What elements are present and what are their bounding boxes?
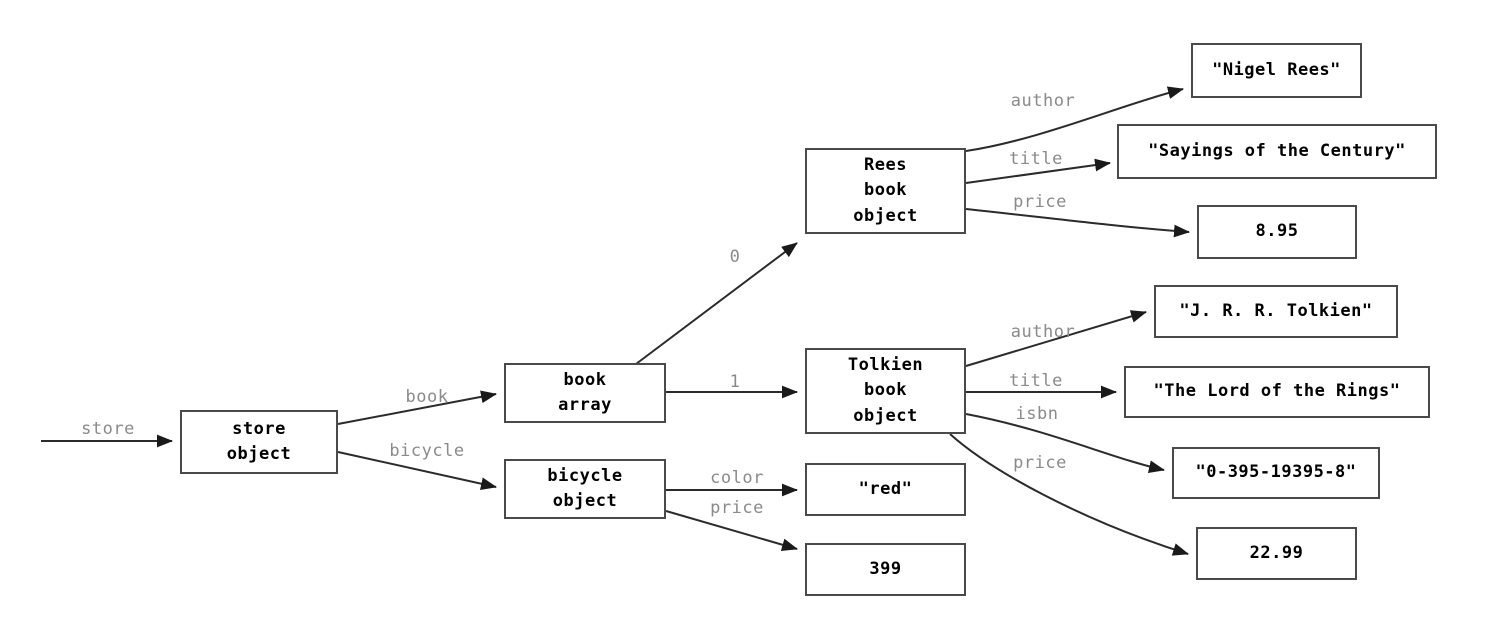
- node-rees-author-value[interactable]: "Nigel Rees": [1191, 43, 1362, 98]
- node-tolkien-title-value[interactable]: "The Lord of the Rings": [1124, 366, 1430, 418]
- node-tolkien-book-object[interactable]: Tolkien book object: [805, 348, 966, 434]
- node-label-line: array: [558, 395, 612, 415]
- edge-label-entry-to-store: store: [81, 419, 135, 439]
- node-label-line: 22.99: [1249, 542, 1304, 563]
- edge-book-array-to-rees: [635, 242, 798, 365]
- edge-tolkien-price: [949, 433, 1189, 556]
- edge-tolkien-author: [965, 310, 1147, 367]
- edge-label-tolkien-author: author: [1010, 322, 1076, 342]
- node-label-line: store: [232, 418, 286, 439]
- node-label-line: object: [226, 444, 292, 464]
- edge-label-store-to-bicycle: bicycle: [389, 441, 465, 461]
- node-store[interactable]: store object: [180, 410, 338, 474]
- edge-label-rees-title: title: [1009, 149, 1063, 169]
- node-label-line: "0-395-19395-8": [1195, 462, 1357, 483]
- edge-label-tolkien-title: title: [1009, 371, 1063, 391]
- node-tolkien-author-value[interactable]: "J. R. R. Tolkien": [1154, 285, 1398, 338]
- node-label-line: object: [853, 205, 918, 226]
- node-tolkien-price-value[interactable]: 22.99: [1196, 527, 1357, 580]
- edge-label-rees-price: price: [1013, 192, 1067, 212]
- node-label-line: book: [563, 369, 607, 390]
- edge-paths: [41, 86, 1190, 556]
- edge-label-bicycle-price: price: [710, 498, 764, 518]
- node-label-line: bicycle: [547, 465, 623, 486]
- edge-rees-price: [965, 208, 1190, 238]
- node-book-array[interactable]: book array: [504, 363, 666, 423]
- edge-label-book-array-to-rees: 0: [729, 247, 741, 267]
- edge-bicycle-price: [665, 510, 798, 551]
- node-label-line: "The Lord of the Rings": [1153, 381, 1401, 402]
- edge-label-bicycle-color: color: [710, 468, 764, 488]
- node-label-line: 8.95: [1255, 221, 1299, 242]
- node-rees-book-object[interactable]: Rees book object: [805, 148, 966, 234]
- node-label-line: 399: [869, 558, 902, 579]
- node-label-line: book: [864, 380, 907, 401]
- edge-rees-author: [965, 86, 1184, 152]
- node-label-line: Tolkien: [847, 355, 924, 376]
- node-rees-title-value[interactable]: "Sayings of the Century": [1117, 124, 1437, 179]
- node-bicycle-color-value[interactable]: "red": [805, 463, 966, 516]
- node-tolkien-isbn-value[interactable]: "0-395-19395-8": [1172, 447, 1380, 499]
- edge-label-rees-author: author: [1010, 91, 1076, 111]
- node-bicycle-price-value[interactable]: 399: [805, 543, 966, 596]
- node-label-line: object: [552, 491, 618, 511]
- edge-label-store-to-book-array: book: [405, 387, 449, 407]
- node-rees-price-value[interactable]: 8.95: [1197, 205, 1357, 259]
- edge-rees-title: [965, 158, 1111, 184]
- node-label-line: "J. R. R. Tolkien": [1179, 300, 1373, 321]
- node-label-line: "Sayings of the Century": [1148, 140, 1406, 161]
- edge-store-to-book-array: [337, 390, 497, 425]
- edge-label-tolkien-price: price: [1013, 453, 1067, 473]
- node-label-line: "red": [858, 478, 913, 499]
- edge-tolkien-isbn: [965, 413, 1165, 473]
- node-label-line: book: [864, 180, 907, 201]
- edge-label-tolkien-isbn: isbn: [1015, 404, 1059, 424]
- node-bicycle-object[interactable]: bicycle object: [504, 459, 666, 519]
- node-label-line: "Nigel Rees": [1212, 59, 1341, 80]
- node-label-line: object: [853, 405, 918, 426]
- node-label-line: Rees: [864, 155, 907, 176]
- edge-label-book-array-to-tolkien: 1: [729, 372, 741, 392]
- edge-store-to-bicycle: [337, 451, 497, 491]
